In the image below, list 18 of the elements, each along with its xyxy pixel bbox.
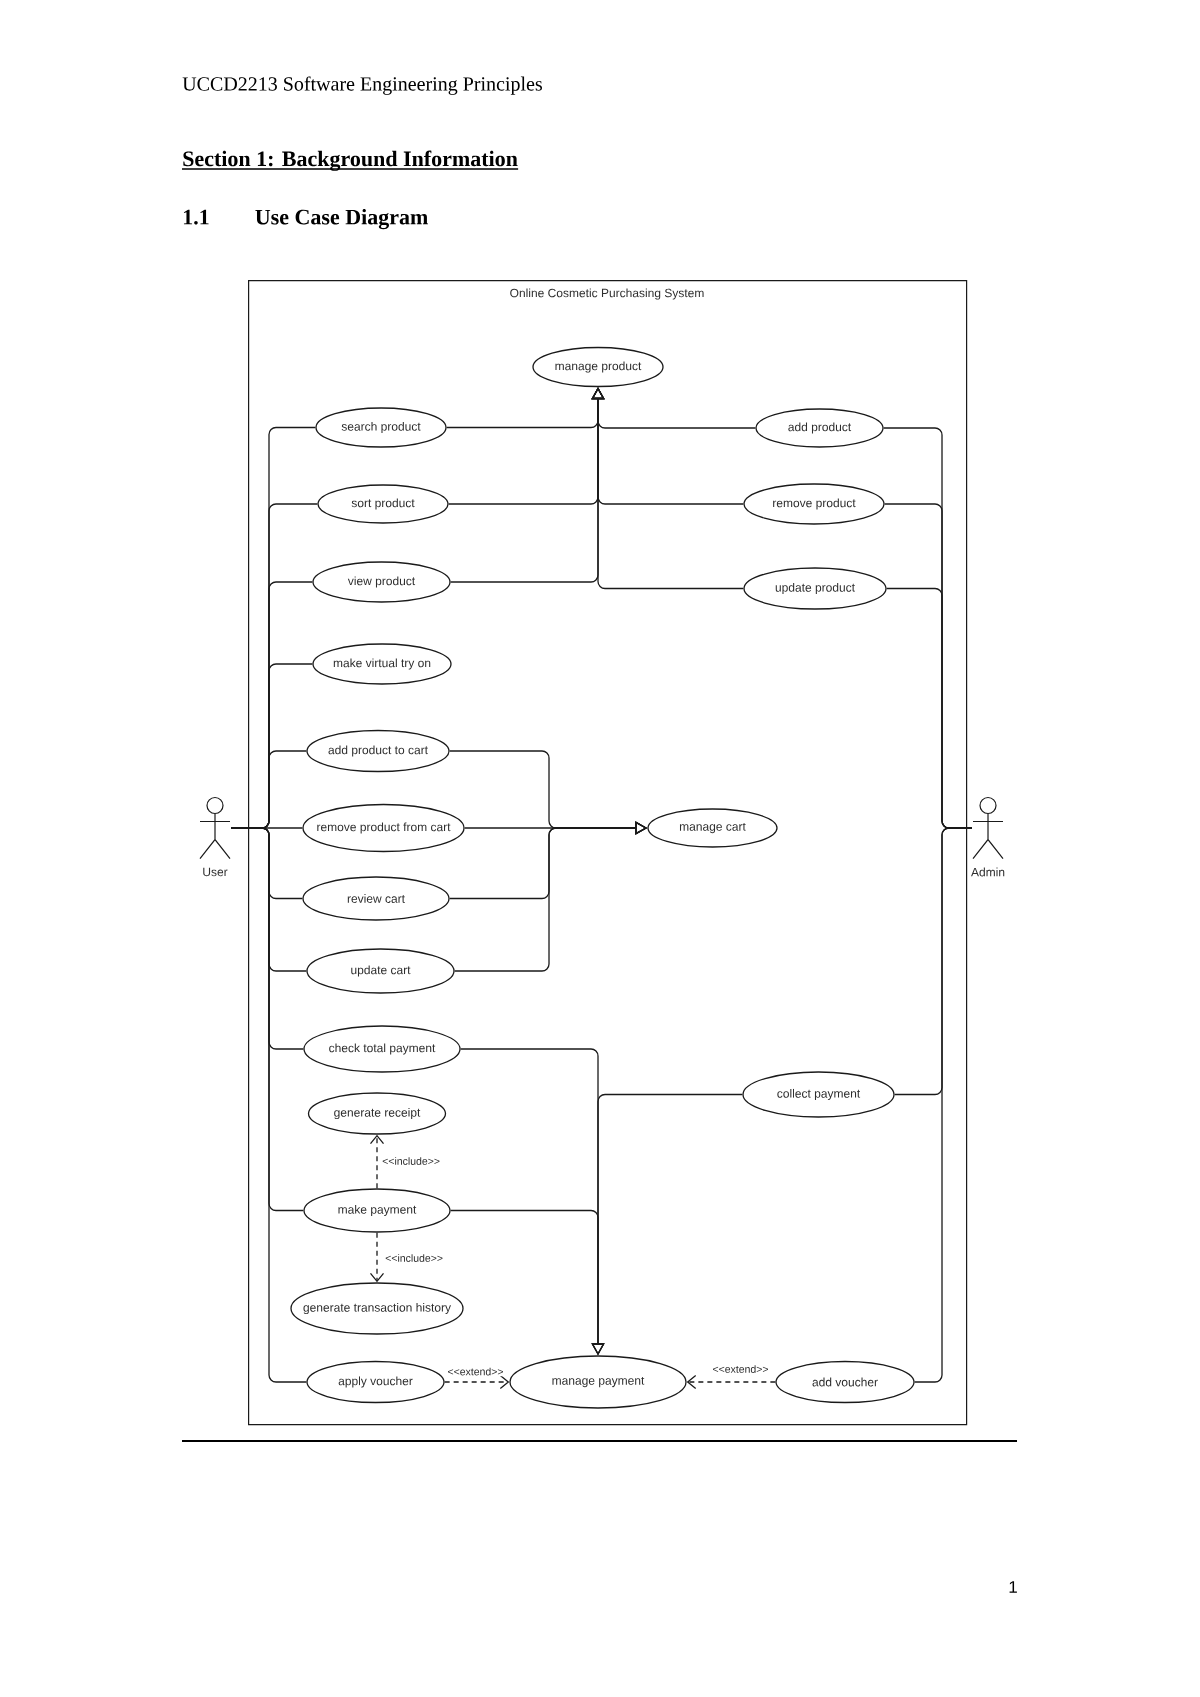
arrow: [591, 387, 744, 590]
running-header: UCCD2213 Software Engineering Principles: [182, 76, 542, 95]
dashed-arrow: [686, 1374, 776, 1390]
page-number: 1: [1009, 1581, 1017, 1593]
connector-line: [914, 827, 973, 1383]
edge-label: <<extend>>: [446, 1366, 505, 1377]
edge-label: <<extend>>: [711, 1364, 770, 1374]
actor: Admin: [971, 796, 1005, 877]
section-number: 1.1: [183, 209, 209, 225]
dashed-arrow: [444, 1374, 510, 1390]
dashed-arrow: [369, 1134, 385, 1189]
dashed-arrow: [369, 1232, 385, 1283]
edge-label: <<include>>: [384, 1253, 444, 1263]
connector-line: [230, 827, 307, 1383]
edge-label: <<include>>: [381, 1156, 441, 1166]
section-heading: Section 1: Background Information: [181, 150, 519, 171]
actor: User: [199, 796, 231, 877]
section-heading: Use Case Diagram: [255, 209, 428, 230]
